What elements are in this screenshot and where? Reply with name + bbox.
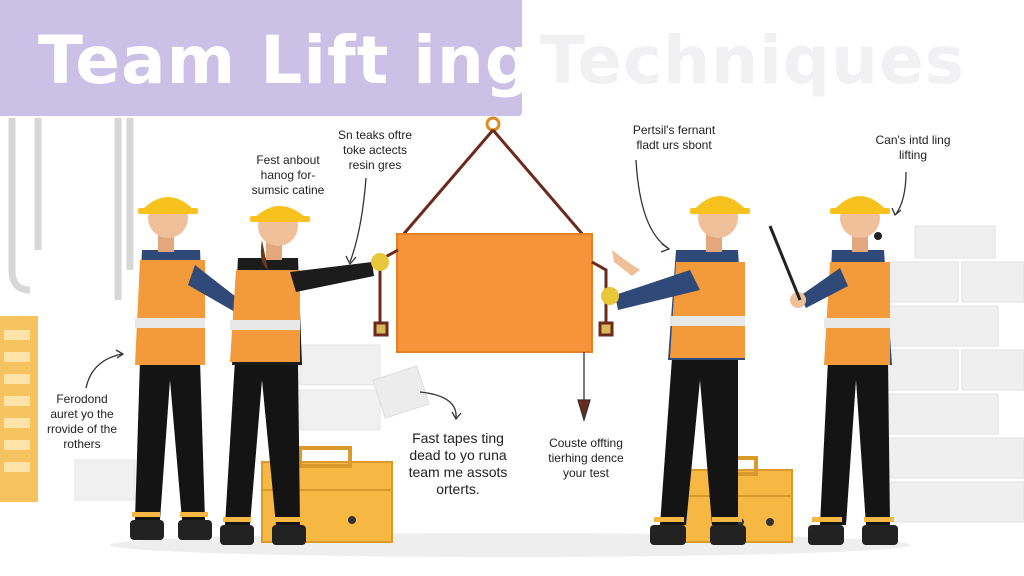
page-title-faded: Techniques xyxy=(540,22,966,99)
lifted-panel xyxy=(396,233,593,353)
annotation-center-bottom: Fast tapes ting dead to yo runa team me … xyxy=(408,430,508,497)
annotation-right-bottom: Couste offting tierhing dence your test xyxy=(548,436,624,480)
lifting-slings xyxy=(400,129,586,237)
title-band xyxy=(0,0,522,116)
paper-sheet xyxy=(372,365,430,419)
background-blocks-right xyxy=(887,225,1024,523)
page-title: Team Lift ing xyxy=(38,22,534,99)
yellow-shelf xyxy=(0,316,38,502)
annotation-left-top: Fest anbout hanog for- sumsic catine xyxy=(251,153,325,197)
annotation-right-top: Pertsil's fernant fladt urs sbont xyxy=(632,123,716,152)
annotation-arrows xyxy=(85,159,907,423)
worker-2 xyxy=(220,206,389,545)
crane-hook xyxy=(485,116,501,132)
worker-3 xyxy=(601,196,750,545)
annotation-far-right: Can's intd ling lifting xyxy=(875,133,951,162)
worker-4 xyxy=(768,196,898,545)
background-pipes xyxy=(8,118,134,300)
annotation-left-bottom: Ferodond auret yo the rrovide of the rot… xyxy=(46,392,118,451)
annotation-center-top: Sn teaks oftre toke actects resin gres xyxy=(337,128,413,172)
